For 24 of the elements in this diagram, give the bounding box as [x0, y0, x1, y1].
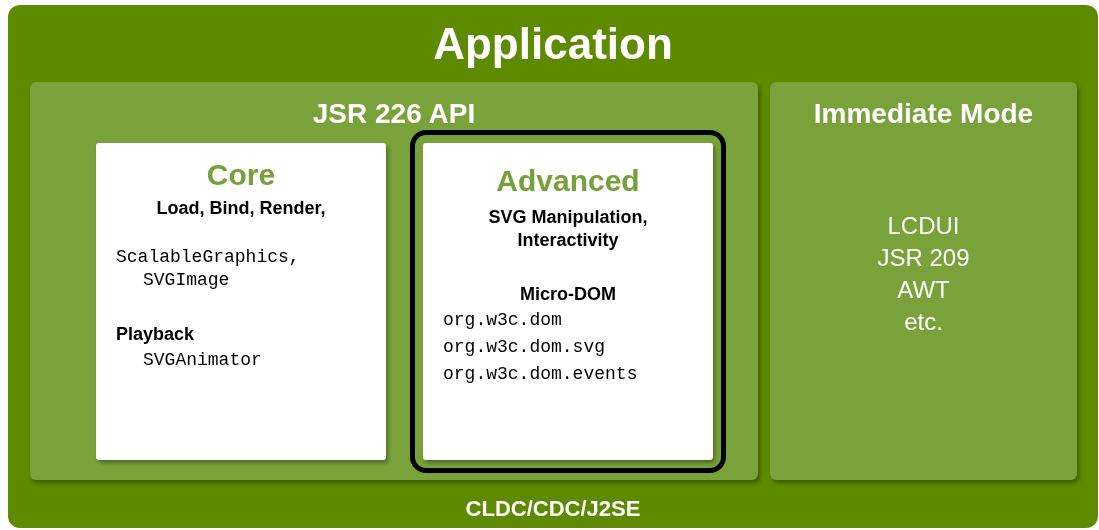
card-title: Core — [205, 157, 277, 193]
item-text: JSR 209 — [876, 243, 971, 273]
outer-panel — [8, 5, 1098, 528]
code-text: org.w3c.dom.events — [443, 363, 639, 386]
code-text: org.w3c.dom.svg — [443, 336, 607, 359]
item-text: etc. — [903, 307, 944, 337]
module-card — [423, 143, 713, 460]
code-text: SVGAnimator — [143, 349, 263, 372]
panel-title: Immediate Mode — [812, 97, 1035, 131]
api-panel — [30, 82, 758, 480]
card-subtitle: SVG Manipulation, Interactivity — [487, 206, 649, 253]
card-subtitle: Load, Bind, Render, — [155, 197, 327, 220]
card-title: Advanced — [495, 163, 641, 199]
section-heading: Playback — [116, 323, 196, 346]
module-card — [96, 143, 386, 460]
code-text: org.w3c.dom — [443, 309, 563, 332]
item-text: AWT — [896, 275, 951, 305]
panel-title: JSR 226 API — [311, 97, 477, 131]
code-text: ScalableGraphics, SVGImage — [116, 246, 301, 293]
item-text: LCDUI — [886, 211, 961, 241]
title-text: Application — [432, 18, 674, 70]
side-panel — [770, 82, 1077, 480]
footer-text: CLDC/CDC/J2SE — [464, 495, 642, 523]
section-heading: Micro-DOM — [519, 283, 617, 306]
